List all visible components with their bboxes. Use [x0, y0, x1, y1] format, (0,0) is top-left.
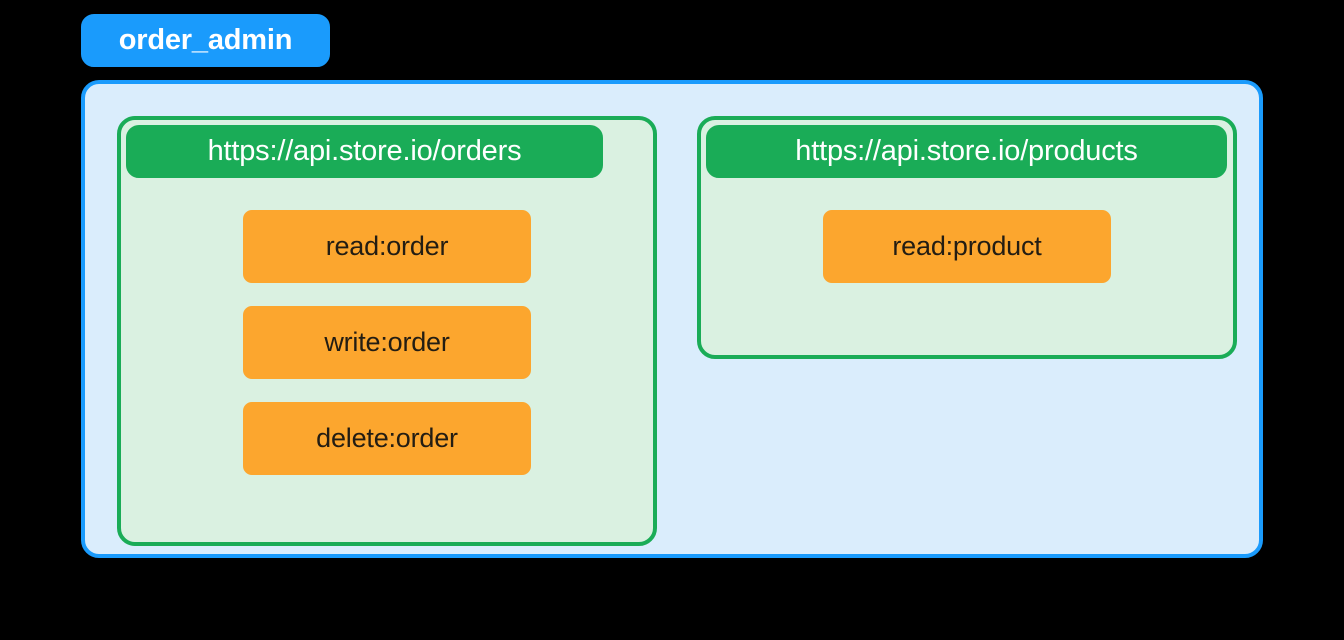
resource-url-badge-products[interactable]: https://api.store.io/products — [706, 125, 1227, 178]
scope-group-title-badge[interactable]: order_admin — [81, 14, 330, 67]
scope-chip-write-order[interactable]: write:order — [243, 306, 531, 379]
scope-chip-read-order[interactable]: read:order — [243, 210, 531, 283]
scope-group-body: https://api.store.io/orders read:order w… — [81, 80, 1263, 558]
scope-chip-delete-order[interactable]: delete:order — [243, 402, 531, 475]
scope-list-products: read:product — [701, 210, 1233, 283]
resource-panel-orders[interactable]: https://api.store.io/orders read:order w… — [117, 116, 657, 546]
scope-list-orders: read:order write:order delete:order — [121, 210, 653, 475]
resource-url-badge-orders[interactable]: https://api.store.io/orders — [126, 125, 603, 178]
scope-chip-read-product[interactable]: read:product — [823, 210, 1111, 283]
resource-panel-products[interactable]: https://api.store.io/products read:produ… — [697, 116, 1237, 359]
